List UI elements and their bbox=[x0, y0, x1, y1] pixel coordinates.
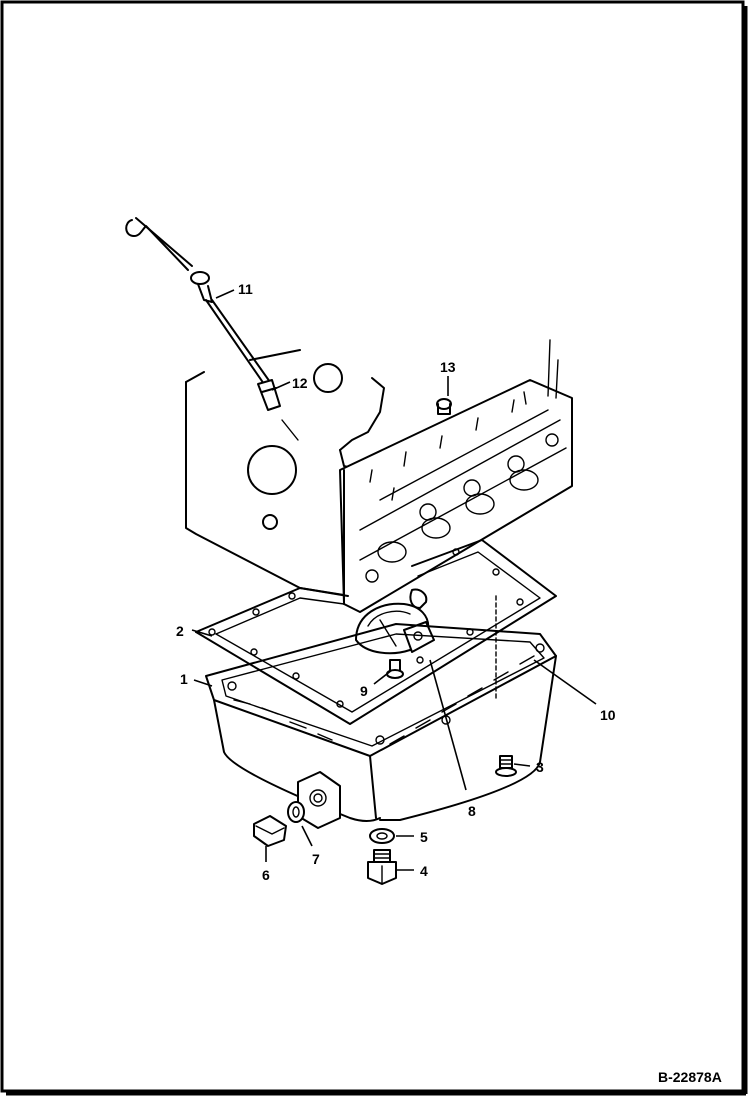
cylinder-head bbox=[339, 339, 573, 613]
dipstick bbox=[125, 217, 271, 385]
callout-5: 5 bbox=[420, 829, 428, 845]
callout-8: 8 bbox=[468, 803, 476, 819]
oil-pan bbox=[205, 623, 557, 829]
callout-6: 6 bbox=[262, 867, 270, 883]
callout-10: 10 bbox=[600, 707, 616, 723]
callout-11: 11 bbox=[238, 281, 253, 297]
callout-3: 3 bbox=[536, 759, 544, 775]
bolt-9 bbox=[386, 659, 404, 679]
plug-6 bbox=[253, 815, 287, 847]
drain-plug-4 bbox=[367, 849, 397, 885]
callout-7: 7 bbox=[312, 851, 320, 867]
figure-reference: B-22878A bbox=[658, 1069, 722, 1085]
callout-4: 4 bbox=[420, 863, 428, 879]
plug-13 bbox=[436, 398, 452, 415]
dipstick-tube bbox=[257, 379, 281, 411]
washer-5 bbox=[369, 828, 395, 844]
oil-pan-gasket bbox=[195, 539, 557, 725]
callout-1: 1 bbox=[180, 671, 188, 687]
gasket-7 bbox=[287, 801, 305, 823]
callout-12: 12 bbox=[292, 375, 308, 391]
bolt-3 bbox=[495, 755, 517, 777]
leader-lines bbox=[191, 289, 597, 871]
callout-2: 2 bbox=[176, 623, 184, 639]
callout-9: 9 bbox=[360, 683, 368, 699]
oil-strainer bbox=[355, 588, 435, 655]
callout-13: 13 bbox=[440, 359, 456, 375]
